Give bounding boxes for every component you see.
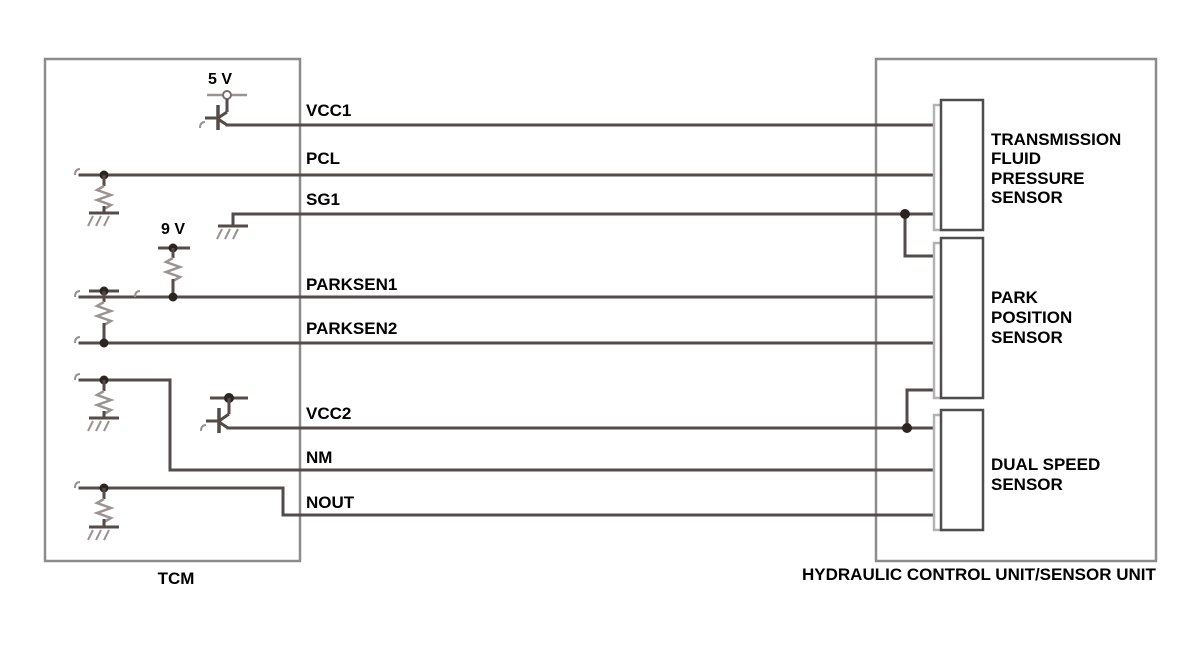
junction-dot-parksen2 [99,338,109,348]
junction-dot-vcc2-branch [902,423,912,433]
connector-pps [932,236,985,400]
svg-text:PRESSURE: PRESSURE [991,169,1085,188]
ground-sg1-group [216,224,248,240]
wire-stub-hooks [74,121,207,489]
stub-hook-vcc2-base [200,424,207,432]
stub-hook-pcl [74,168,81,176]
wire-vcc2-branch [905,388,939,430]
wire-nout [78,486,939,517]
ground-symbol-sg1 [216,228,239,240]
connector-tfps [932,98,985,232]
resistor-zigzag-parksen [93,300,115,327]
svg-text:FLUID: FLUID [991,149,1041,168]
right-junction-dots [900,209,912,433]
sensor-label-tfps: TRANSMISSION FLUID PRESSURE SENSOR [991,130,1121,207]
svg-text:SENSOR: SENSOR [991,475,1063,494]
pin-label-vcc1: VCC1 [306,101,351,120]
wire-sg1 [231,212,939,228]
resistor-zigzag-9v [162,256,184,283]
hcu-enclosure [874,57,1158,563]
sensor-label-dss: DUAL SPEED SENSOR [991,455,1100,494]
pin-label-parksen1: PARKSEN1 [306,275,397,294]
resistor-parksen-pulldown [89,286,119,348]
supply-5v-label: 5 V [208,71,232,88]
svg-text:POSITION: POSITION [991,308,1072,327]
ground-symbol-nout [87,529,110,541]
svg-text:PARK: PARK [991,288,1039,307]
svg-text:SENSOR: SENSOR [991,188,1063,207]
stub-hook-nout [74,481,81,489]
wire-nm [78,378,939,472]
pin-label-vcc2: VCC2 [306,404,351,423]
unit-label-tcm: TCM [158,569,195,588]
pin-label-nout: NOUT [306,493,355,512]
stub-hook-parksen1 [74,290,81,298]
svg-text:TRANSMISSION: TRANSMISSION [991,130,1121,149]
transistor-vcc1 [205,105,228,130]
sensor-label-pps: PARK POSITION SENSOR [991,288,1072,347]
resistor-pcl-pulldown [87,170,119,227]
ground-symbol-pcl [87,215,110,227]
stub-hook-parksen1-mid [134,290,141,298]
resistor-zigzag-pcl [93,184,115,211]
unit-label-hcu: HYDRAULIC CONTROL UNIT/SENSOR UNIT [802,565,1156,584]
supply-5v-group: 5 V [207,71,247,112]
resistor-nm-pulldown [87,375,119,432]
resistor-zigzag-nm [93,389,115,416]
supply-9v-label: 9 V [161,221,185,238]
transistor-vcc2-group [206,393,248,433]
junction-dot-sg1-branch [900,209,910,219]
stub-hook-vcc1-base [199,121,206,129]
wire-sg1-branch [903,212,939,258]
connector-dss [932,408,985,532]
stub-hook-nm [74,373,81,381]
svg-text:SENSOR: SENSOR [991,328,1063,347]
wire-network [78,123,939,517]
pin-label-pcl: PCL [306,149,340,168]
junction-dot-parksen1 [168,292,178,302]
supply-9v-group: 9 V [158,221,190,302]
pin-label-sg1: SG1 [306,190,340,209]
pin-label-nm: NM [306,448,332,467]
stub-hook-parksen2 [74,336,81,344]
svg-text:DUAL SPEED: DUAL SPEED [991,455,1100,474]
pin-label-parksen2: PARKSEN2 [306,319,397,338]
tcm-enclosure [43,57,302,563]
resistor-nout-pulldown [87,483,119,541]
ground-symbol-nm [87,420,110,432]
resistor-zigzag-nout [93,497,115,524]
